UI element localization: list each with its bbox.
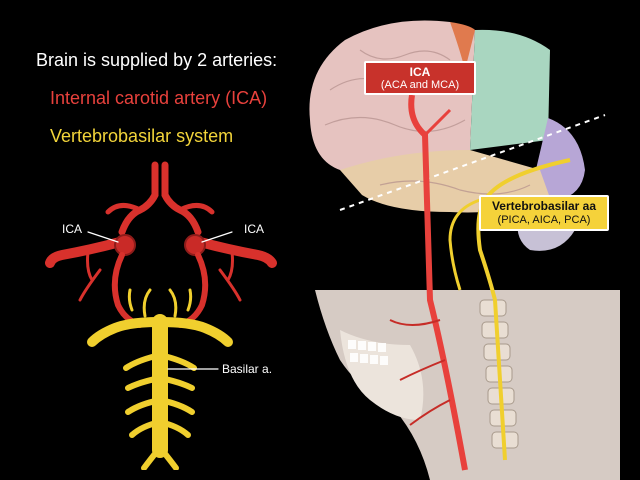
left-mca xyxy=(50,242,120,263)
vb-callout-sub: (PICA, AICA, PCA) xyxy=(498,214,591,226)
ica-right-pointer xyxy=(202,232,232,242)
ica-left-label: ICA xyxy=(62,222,82,236)
slide-heading: Brain is supplied by 2 arteries: xyxy=(36,50,277,71)
left-ica-stump xyxy=(115,235,135,255)
basilar-label: Basilar a. xyxy=(222,362,272,376)
ica-callout-title: ICA xyxy=(366,66,474,79)
vb-callout-title: Vertebrobasilar aa xyxy=(481,199,607,213)
ica-right-label: ICA xyxy=(244,222,264,236)
ica-caption: Internal carotid artery (ICA) xyxy=(50,88,267,109)
right-mca xyxy=(200,242,272,263)
right-pcom xyxy=(180,255,205,325)
vertebrobasilar-callout: Vertebrobasilar aa (PICA, AICA, PCA) xyxy=(479,195,609,231)
ica-callout: ICA (ACA and MCA) xyxy=(364,61,476,95)
ica-left-pointer xyxy=(88,232,118,242)
ica-callout-sub: (ACA and MCA) xyxy=(381,79,459,91)
circle-of-willis-diagram: ICA ICA Basilar a. xyxy=(0,150,320,470)
brain-frontal-lobe xyxy=(309,20,475,172)
brain-parietal-lobe xyxy=(470,30,550,150)
acom-branches xyxy=(108,205,212,212)
anterior-cerebral-arteries xyxy=(122,165,198,232)
left-pcom xyxy=(115,255,140,325)
vertebrobasilar-caption: Vertebrobasilar system xyxy=(50,126,233,147)
right-ica-stump xyxy=(185,235,205,255)
